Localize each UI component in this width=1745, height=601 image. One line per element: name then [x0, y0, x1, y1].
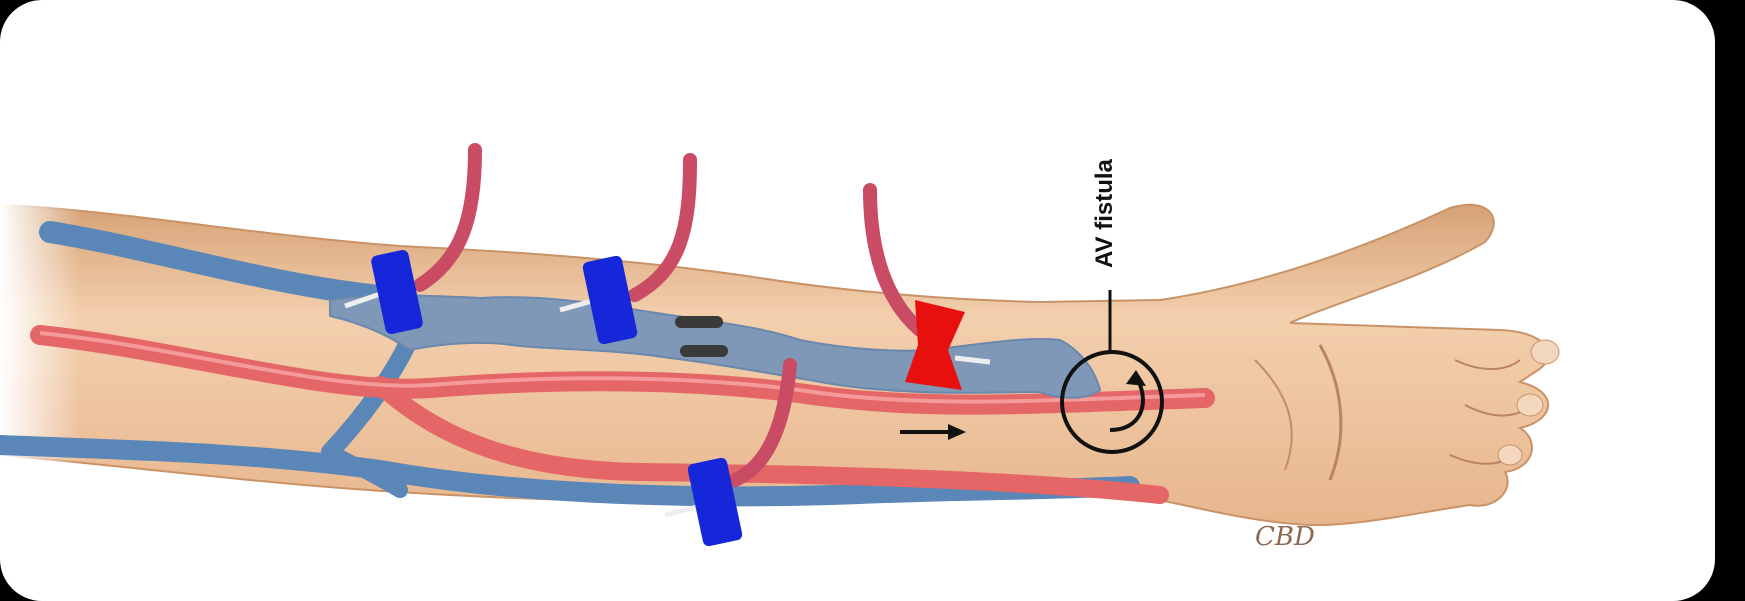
av-fistula-label: AV fistula	[1091, 158, 1118, 268]
fingernail	[1531, 340, 1559, 364]
stenosis-mark	[680, 345, 728, 357]
fingernail	[1498, 445, 1522, 465]
artist-signature: CBD	[1255, 522, 1315, 552]
fingernail	[1517, 394, 1543, 416]
stenosis-mark	[675, 316, 723, 328]
